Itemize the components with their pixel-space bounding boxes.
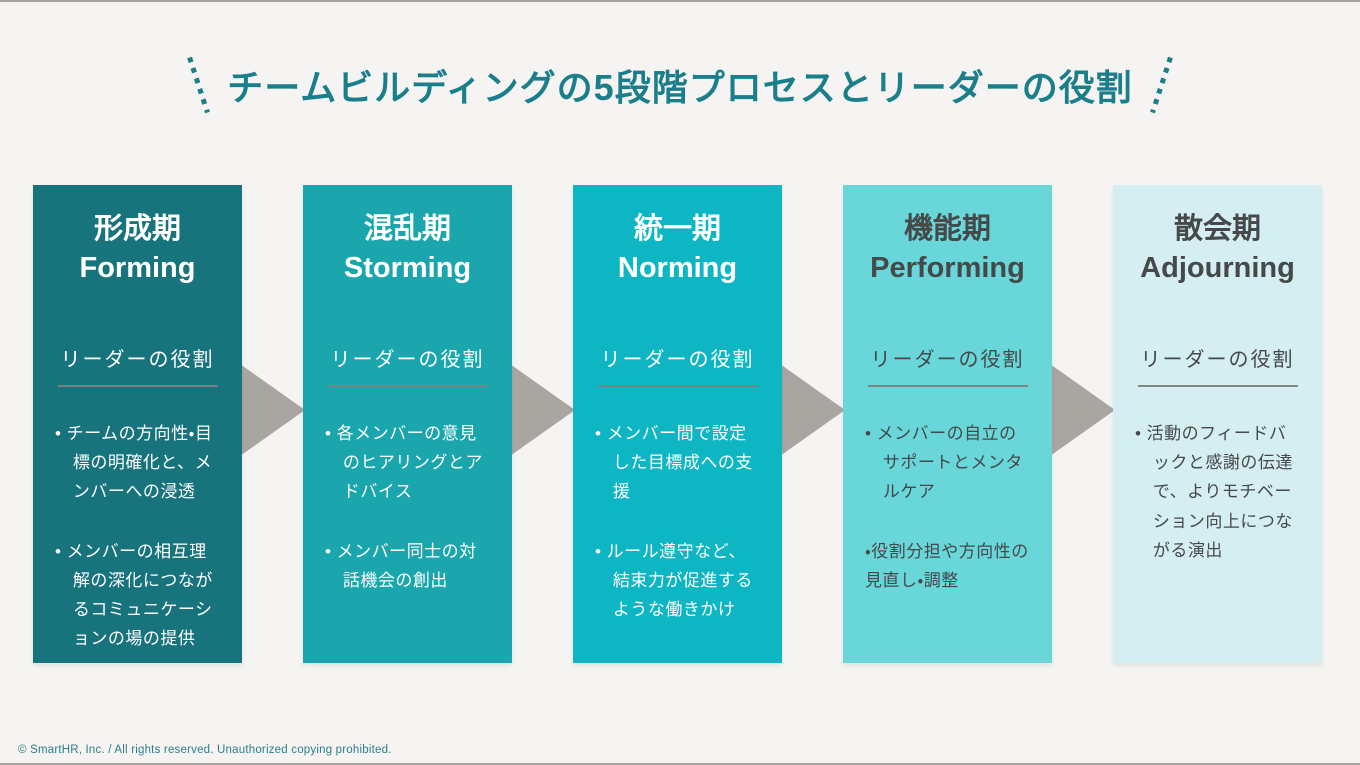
stage-column-storming: 混乱期 Storming リーダーの役割 • 各メンバーの意見のヒアリングとアドバイス… bbox=[303, 185, 512, 663]
role-underline bbox=[867, 384, 1028, 387]
stage-name: 散会期 Adjourning bbox=[1135, 210, 1300, 289]
role-bullet-item: • メンバー間で設定した目標成への支援 bbox=[595, 423, 753, 502]
page-title: チームビルディングの5段階プロセスとリーダーの役割 bbox=[227, 67, 1133, 108]
leader-role-heading: リーダーの役割 bbox=[1140, 348, 1295, 371]
role-bullet-item: • メンバー同士の対話機会の創出 bbox=[325, 541, 477, 590]
stage-name-en: Storming bbox=[343, 252, 472, 285]
stage-column-performing: 機能期 Performing リーダーの役割 • メンバーの自立のサポートとメンタルケ… bbox=[843, 185, 1052, 663]
stage-name-jp: 散会期 bbox=[1173, 213, 1261, 245]
dashed-slash-right-icon bbox=[1149, 56, 1173, 114]
leader-role-heading: リーダーの役割 bbox=[330, 348, 485, 371]
stage-name-en: Norming bbox=[617, 252, 738, 285]
stage-name: 形成期 Forming bbox=[55, 210, 220, 289]
stage-name-jp: 統一期 bbox=[633, 213, 721, 245]
role-underline bbox=[597, 384, 758, 387]
top-edge-divider bbox=[0, 0, 1360, 2]
stage-name-en: Forming bbox=[79, 252, 196, 285]
leader-role-heading: リーダーの役割 bbox=[600, 348, 755, 371]
role-bullet-item: • 活動のフィードバックと感謝の伝達で、よりモチベーション向上につながる演出 bbox=[1135, 423, 1293, 560]
role-bullet-item: • 各メンバーの意見のヒアリングとアドバイス bbox=[325, 423, 483, 502]
stage-name: 混乱期 Storming bbox=[325, 210, 490, 289]
leader-role-heading: リーダーの役割 bbox=[60, 348, 215, 371]
role-underline bbox=[57, 384, 218, 387]
role-bullet-list: • メンバー間で設定した目標成への支援 • ルール遵守など、結束力が促進するような… bbox=[595, 419, 760, 624]
role-bullet-item: • チームの方向性・目標の明確化と、メンバーへの浸透 bbox=[55, 423, 213, 502]
role-bullet-item: • メンバーの相互理解の深化につながるコミュニケーションの場の提供 bbox=[55, 541, 213, 649]
role-underline bbox=[1137, 384, 1298, 387]
stage-name: 統一期 Norming bbox=[595, 210, 760, 289]
role-bullet-item: • ルール遵守など、結束力が促進するような働きかけ bbox=[595, 541, 753, 620]
stage-column-adjourning: 散会期 Adjourning リーダーの役割 • 活動のフィードバックと感謝の伝達で、… bbox=[1113, 185, 1322, 663]
copyright-note: © SmartHR, Inc. / All rights reserved. U… bbox=[18, 744, 392, 756]
role-bullet-list: • チームの方向性・目標の明確化と、メンバーへの浸透 • メンバーの相互理解の深化… bbox=[55, 419, 220, 654]
dashed-slash-left-icon bbox=[187, 56, 211, 114]
role-bullet-list: • 活動のフィードバックと感謝の伝達で、よりモチベーション向上につながる演出 bbox=[1135, 419, 1300, 565]
title-row: チームビルディングの5段階プロセスとリーダーの役割 bbox=[0, 56, 1360, 114]
stage-name-jp: 形成期 bbox=[93, 213, 181, 245]
stage-column-norming: 統一期 Norming リーダーの役割 • メンバー間で設定した目標成への支援 • ルー… bbox=[573, 185, 782, 663]
stage-name-en: Performing bbox=[870, 252, 1025, 285]
role-bullet-item: • メンバーの自立のサポートとメンタルケア bbox=[865, 423, 1023, 502]
role-bullet-list: • 各メンバーの意見のヒアリングとアドバイス • メンバー同士の対話機会の創出 bbox=[325, 419, 490, 595]
stage-name-jp: 混乱期 bbox=[363, 213, 451, 245]
leader-role-heading: リーダーの役割 bbox=[870, 348, 1025, 371]
stage-name-jp: 機能期 bbox=[903, 213, 991, 245]
stage-name: 機能期 Performing bbox=[865, 210, 1030, 289]
stage-name-en: Adjourning bbox=[1140, 252, 1295, 285]
stage-column-forming: 形成期 Forming リーダーの役割 • チームの方向性・目標の明確化と、メンバーへ… bbox=[33, 185, 242, 663]
role-underline bbox=[327, 384, 488, 387]
bottom-edge-divider bbox=[0, 763, 1360, 765]
role-bullet-list: • メンバーの自立のサポートとメンタルケア・役割分担や方向性の見直し・調整 bbox=[865, 419, 1030, 595]
stage-columns: 形成期 Forming リーダーの役割 • チームの方向性・目標の明確化と、メンバーへ… bbox=[33, 185, 1322, 663]
role-bullet-item: ・役割分担や方向性の見直し・調整 bbox=[865, 541, 1029, 590]
